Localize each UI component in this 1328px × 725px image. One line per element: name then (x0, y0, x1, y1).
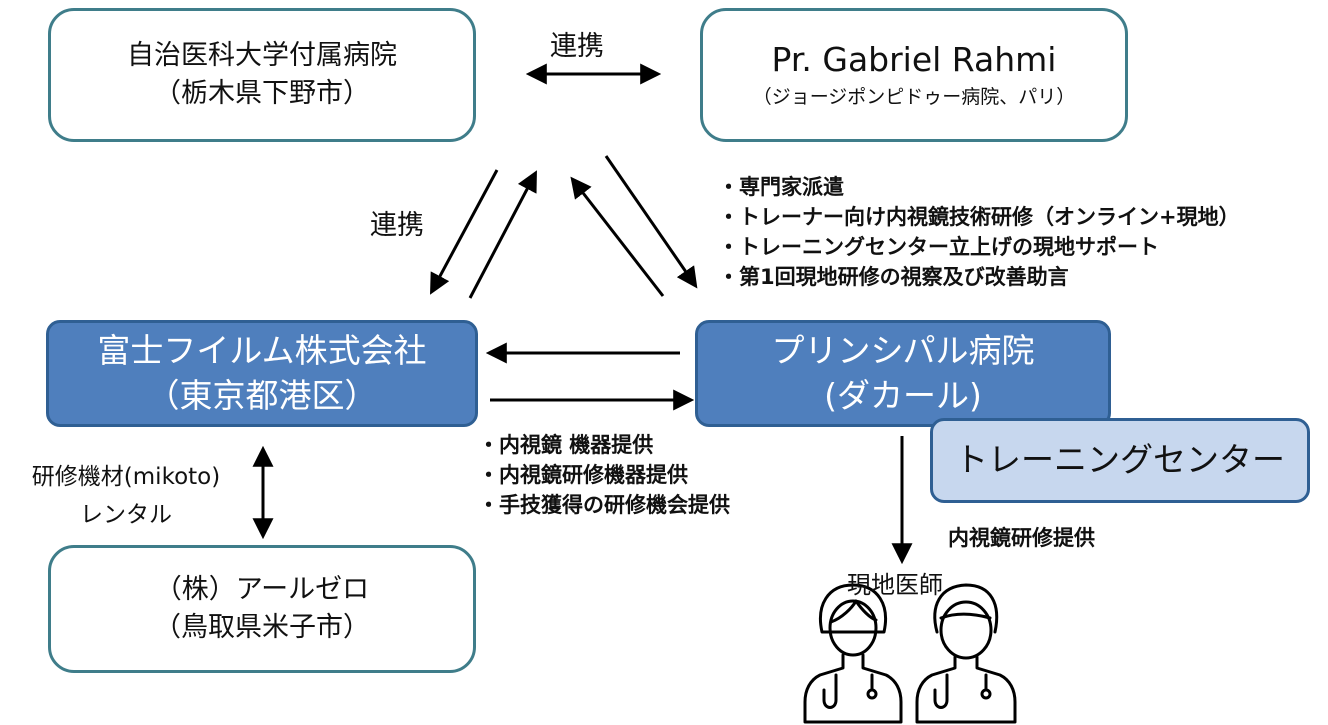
rahmi-name: Pr. Gabriel Rahmi (771, 40, 1057, 80)
list-item: トレーナー向け内視鏡技術研修（オンライン+現地） (718, 202, 1240, 232)
renkei-label-left: 連携 (370, 210, 424, 241)
list-item: トレーニングセンター立上げの現地サポート (718, 232, 1240, 262)
rental-label-line1: 研修機材(mikoto) (31, 464, 221, 490)
fujifilm-support-list: 内視鏡 機器提供 内視鏡研修機器提供 手技獲得の研修機会提供 (478, 430, 730, 520)
list-item: 専門家派遣 (718, 172, 1240, 202)
list-item: 内視鏡研修機器提供 (478, 460, 730, 490)
arrow-principal-to-jichi (570, 176, 665, 297)
rahmi-box: Pr. Gabriel Rahmi （ジョージポンピドゥー病院、パリ） (700, 8, 1128, 142)
arrow-jichi-to-principal (604, 155, 698, 289)
principal-location: (ダカール) (824, 375, 982, 415)
principal-name: プリンシパル病院 (771, 330, 1035, 370)
arrow-fujifilm-to-jichi (468, 170, 537, 299)
fujifilm-box: 富士フイルム株式会社 （東京都港区） (46, 320, 478, 427)
training-center-box: トレーニングセンター (930, 418, 1310, 503)
rental-label: 研修機材(mikoto) レンタル (4, 458, 248, 534)
rahmi-affiliation: （ジョージポンピドゥー病院、パリ） (752, 86, 1076, 109)
training-center-name: トレーニングセンター (955, 440, 1285, 480)
rental-label-line2: レンタル (80, 502, 172, 528)
fujifilm-location: （東京都港区） (146, 375, 378, 415)
endoscopy-training-label: 内視鏡研修提供 (948, 526, 1095, 550)
rzero-location: （鳥取県米子市） (154, 612, 370, 643)
arrow-jichi-to-fujifilm (430, 169, 499, 295)
rzero-box: （株）アールゼロ （鳥取県米子市） (48, 545, 476, 673)
list-item: 第1回現地研修の視察及び改善助言 (718, 262, 1240, 292)
jichi-location: （栃木県下野市） (154, 78, 370, 109)
jichi-hospital-box: 自治医科大学付属病院 （栃木県下野市） (48, 8, 476, 142)
rzero-name: （株）アールゼロ (154, 574, 370, 606)
jichi-name: 自治医科大学付属病院 (127, 40, 397, 72)
principal-hospital-box: プリンシパル病院 (ダカール) (695, 320, 1111, 427)
rahmi-support-list: 専門家派遣 トレーナー向け内視鏡技術研修（オンライン+現地） トレーニングセンタ… (718, 172, 1240, 292)
female-doctor-icon (803, 583, 903, 724)
male-doctor-icon (915, 583, 1017, 724)
renkei-label-top: 連携 (550, 31, 604, 62)
list-item: 手技獲得の研修機会提供 (478, 490, 730, 520)
local-doctors-label: 現地医師 (847, 571, 943, 599)
fujifilm-name: 富士フイルム株式会社 (97, 330, 427, 370)
list-item: 内視鏡 機器提供 (478, 430, 730, 460)
